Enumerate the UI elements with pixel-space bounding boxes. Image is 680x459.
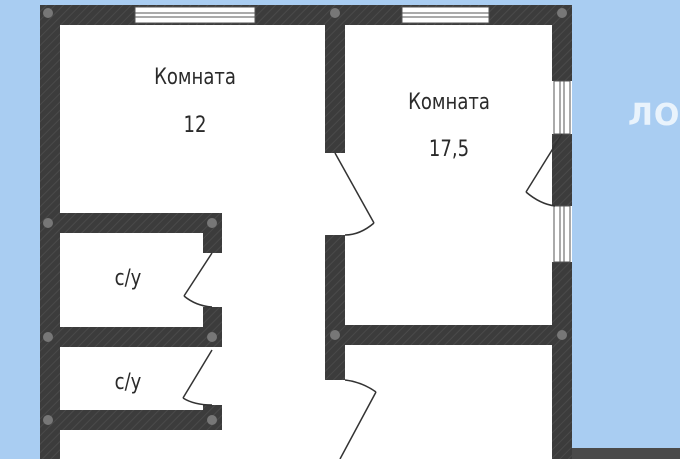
door-bath-2 <box>182 349 213 406</box>
watermark: ЛО <box>628 98 680 133</box>
room-1-label: Комната <box>154 65 236 90</box>
door-room-2 <box>334 152 375 236</box>
room-1-area: 12 <box>183 113 207 138</box>
interior-walls <box>50 15 572 430</box>
door-bath-1 <box>183 252 213 308</box>
window-right-lower <box>553 205 571 263</box>
room-2-label: Комната <box>408 90 490 115</box>
wall-joints <box>43 8 567 425</box>
door-balcony <box>525 133 563 207</box>
window-top-right <box>401 6 490 24</box>
door-hall <box>339 379 377 459</box>
bath-1-label: с/у <box>114 266 142 291</box>
room-2-area: 17,5 <box>428 137 470 162</box>
window-right-upper <box>553 80 571 135</box>
window-top-left <box>134 6 256 24</box>
outer-wall-corner <box>572 448 680 459</box>
bath-2-label: с/у <box>114 370 142 395</box>
